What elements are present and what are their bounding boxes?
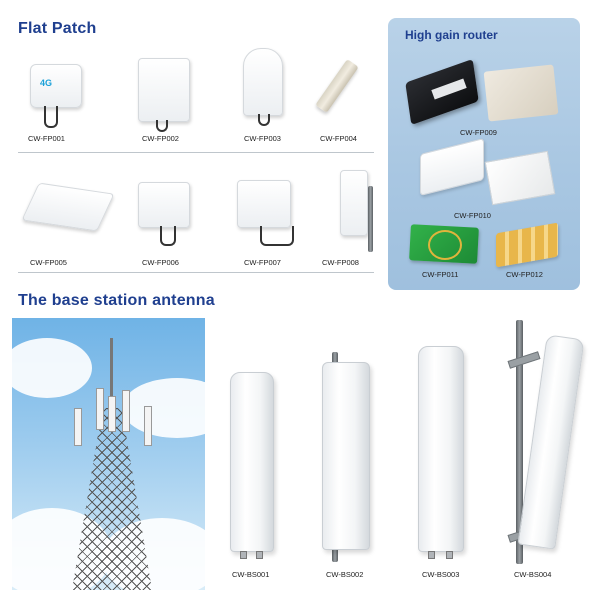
product-code: CW-FP010	[454, 211, 491, 220]
tower-antenna	[96, 388, 104, 430]
product-image	[237, 180, 291, 228]
product-code: CW-FP011	[422, 270, 459, 279]
cloud	[12, 338, 92, 398]
product-image	[21, 182, 115, 232]
mount-pole	[368, 186, 373, 252]
product-code: CW-FP004	[320, 134, 357, 143]
fp001-logo-badge: 4G	[40, 78, 53, 88]
product-image	[30, 64, 82, 108]
product-image	[315, 59, 359, 113]
tower-antenna	[108, 396, 116, 432]
cable	[160, 226, 176, 246]
connector	[256, 551, 263, 559]
product-code: CW-FP005	[30, 258, 67, 267]
base-station-title: The base station antenna	[18, 292, 215, 309]
divider	[18, 152, 374, 153]
flat-patch-title: Flat Patch	[18, 20, 97, 37]
connector	[428, 551, 435, 559]
product-image	[138, 182, 190, 228]
cell-tower-photo	[12, 318, 205, 590]
connector	[240, 551, 247, 559]
tower-antenna	[144, 406, 152, 446]
product-code: CW-BS003	[422, 570, 460, 579]
divider	[18, 272, 374, 273]
antenna-image	[418, 346, 464, 552]
product-code: CW-FP007	[244, 258, 281, 267]
pcb-ring	[428, 230, 462, 260]
product-code: CW-FP012	[506, 270, 543, 279]
product-image	[340, 170, 368, 236]
product-code: CW-FP009	[460, 128, 497, 137]
product-code: CW-FP008	[322, 258, 359, 267]
tower-mast	[110, 338, 113, 408]
product-code: CW-BS004	[514, 570, 552, 579]
mount-pole	[516, 320, 523, 564]
tower-antenna	[74, 408, 82, 446]
cable	[44, 106, 58, 128]
antenna-image	[322, 362, 370, 550]
antenna-image	[517, 334, 585, 550]
product-code: CW-FP002	[142, 134, 179, 143]
router-accessories-image	[483, 64, 559, 122]
product-code: CW-BS001	[232, 570, 270, 579]
product-image	[138, 58, 190, 122]
mount-bracket	[507, 351, 541, 369]
product-code: CW-FP006	[142, 258, 179, 267]
router-title: High gain router	[405, 28, 498, 42]
cable	[258, 114, 270, 126]
connector	[446, 551, 453, 559]
cable	[156, 120, 168, 132]
antenna-image	[230, 372, 274, 552]
tower-lattice	[72, 408, 152, 590]
tower-antenna	[122, 390, 130, 432]
product-code: CW-FP003	[244, 134, 281, 143]
product-code: CW-BS002	[326, 570, 364, 579]
cloud	[122, 378, 205, 438]
product-code: CW-FP001	[28, 134, 65, 143]
product-image	[243, 48, 283, 116]
cable	[260, 226, 294, 246]
